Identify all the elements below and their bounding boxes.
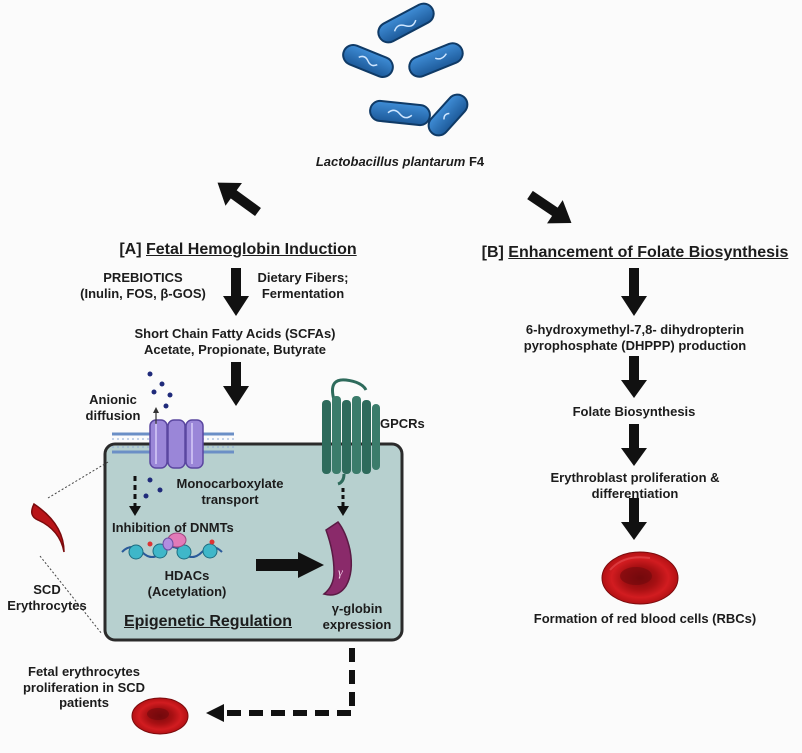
gamma-line1: γ-globin — [331, 601, 383, 616]
scd-line2: Erythrocytes — [7, 597, 87, 613]
dashed-arrow-to-fetal-rbc — [206, 648, 355, 722]
hdac-line2: (Acetylation) — [147, 583, 227, 599]
bacterium-icon — [377, 2, 435, 44]
gpcrs-label: GPCRs — [380, 416, 425, 431]
fetal-line1: Fetal erythrocytes — [28, 664, 140, 679]
dnmt-label: Inhibition of DNMTs — [112, 520, 234, 535]
fetal-line3: patients — [59, 695, 109, 711]
arrow-down-b1 — [621, 268, 647, 316]
scfa-label: Short Chain Fatty Acids (SCFAs) Acetate,… — [110, 326, 360, 357]
bacteria-cluster — [342, 2, 469, 137]
section-a-title: [A] Fetal Hemoglobin Induction — [98, 240, 378, 259]
fibers-line2: Fermentation — [261, 285, 345, 301]
hdac-label: HDACs (Acetylation) — [132, 568, 242, 599]
gamma-globin-icon: γ — [322, 520, 353, 596]
sickle-cell-connector — [39, 461, 109, 635]
arrow-down-b2 — [621, 356, 647, 398]
arrow-down-prebiotics — [223, 268, 249, 316]
prebiotics-line2: (Inulin, FOS, β-GOS) — [80, 285, 206, 301]
gpcr-icon — [322, 378, 380, 486]
gamma-symbol: γ — [338, 565, 343, 579]
folate-label: Folate Biosynthesis — [572, 404, 696, 419]
rbc-icon — [601, 551, 679, 605]
dhppp-line1: 6-hydroxymethyl-7,8- dihydropterin — [525, 322, 745, 337]
section-b-prefix: [B] — [481, 244, 509, 261]
arrow-to-section-b — [527, 190, 572, 224]
gamma-globin-label: γ-globin expression — [312, 601, 402, 632]
bacterium-icon — [342, 44, 394, 78]
hdac-line1: HDACs — [164, 568, 210, 583]
rbc-label: Formation of red blood cells (RBCs) — [533, 611, 757, 626]
section-b-title-text: Enhancement of Folate Biosynthesis — [508, 244, 789, 261]
fetal-label: Fetal erythrocytes proliferation in SCD … — [4, 664, 164, 711]
anionic-label: Anionic diffusion — [78, 392, 148, 423]
erythro-line1: Erythroblast proliferation & — [550, 470, 720, 485]
section-b-title: [B] Enhancement of Folate Biosynthesis — [470, 243, 800, 262]
scd-line1: SCD — [33, 582, 61, 597]
arrow-down-scfa — [223, 362, 249, 406]
diffusion-arrow — [153, 407, 159, 424]
bacterium-icon — [369, 99, 431, 127]
arrow-down-b3 — [621, 424, 647, 466]
anionic-line2: diffusion — [85, 407, 141, 423]
gamma-line2: expression — [322, 616, 392, 632]
dashed-arrow-mct — [129, 476, 141, 516]
scfa-line1: Short Chain Fatty Acids (SCFAs) — [134, 326, 336, 341]
mct-line1: Monocarboxylate — [176, 476, 284, 491]
scfa-line2: Acetate, Propionate, Butyrate — [143, 341, 327, 357]
bacterium-icon — [408, 42, 464, 78]
section-a-prefix: [A] — [119, 241, 146, 258]
dhppp-line2: pyrophosphate (DHPPP) production — [523, 337, 747, 353]
transporter-icon — [149, 419, 204, 469]
epigenetic-label: Epigenetic Regulation — [123, 613, 292, 630]
fetal-line2: proliferation in SCD — [22, 679, 146, 695]
organism-label: Lactobacillus plantarum F4 — [300, 154, 500, 170]
dashed-arrow-gpcr — [337, 488, 349, 516]
arrow-to-section-a — [217, 182, 261, 217]
chromatin-icon — [121, 532, 223, 560]
fibers-line1: Dietary Fibers; — [257, 270, 349, 285]
fetal-rbc-icon — [131, 697, 189, 735]
arrow-to-gamma-globin — [256, 552, 324, 578]
organism-italic: Lactobacillus plantarum — [315, 154, 466, 169]
anionic-line1: Anionic — [89, 392, 137, 407]
bacterium-icon — [427, 93, 469, 137]
mct-line2: transport — [201, 491, 259, 507]
prebiotics-line1: PREBIOTICS — [103, 270, 183, 285]
arrow-down-b4 — [621, 498, 647, 540]
prebiotics-label: PREBIOTICS (Inulin, FOS, β-GOS) — [68, 270, 218, 301]
fibers-label: Dietary Fibers; Fermentation — [248, 270, 358, 301]
erythro-line2: differentiation — [591, 485, 679, 501]
section-a-title-text: Fetal Hemoglobin Induction — [146, 241, 357, 258]
sickle-cell-icon — [31, 502, 65, 553]
organism-strain: F4 — [465, 154, 485, 169]
mct-label: Monocarboxylate transport — [160, 476, 300, 507]
erythroblast-label: Erythroblast proliferation & differentia… — [520, 470, 750, 501]
scd-label: SCD Erythrocytes — [2, 582, 92, 613]
dhppp-label: 6-hydroxymethyl-7,8- dihydropterin pyrop… — [500, 322, 770, 353]
scfa-particles — [143, 371, 173, 499]
